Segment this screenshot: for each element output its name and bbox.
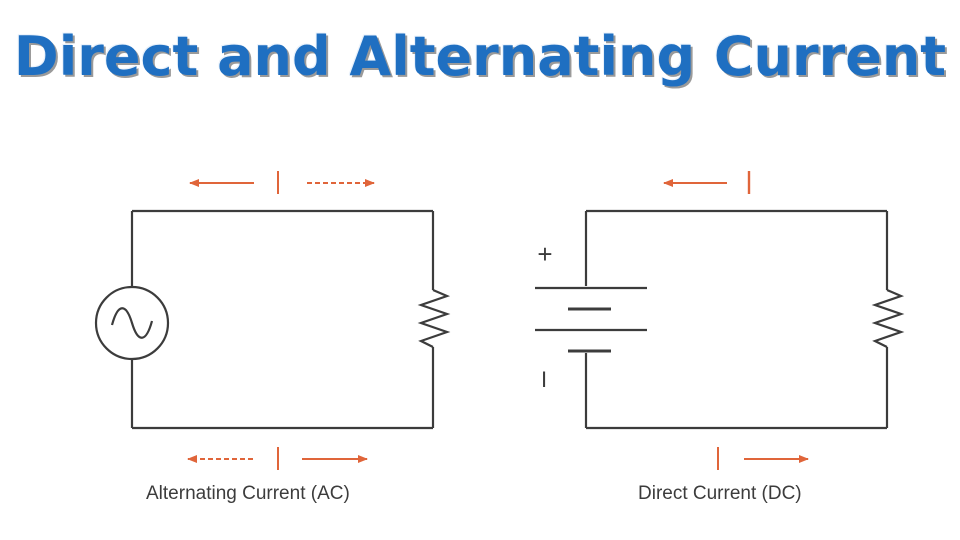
ac-source-circle	[94, 285, 170, 361]
dc-resistor	[871, 288, 905, 348]
ac-caption: Alternating Current (AC)	[146, 483, 350, 504]
dc-caption: Direct Current (DC)	[638, 483, 802, 504]
battery-minus-label: I	[541, 367, 547, 392]
battery-plus-label: +	[537, 239, 552, 269]
dc-circuit	[535, 209, 905, 430]
page-title: Direct and Alternating Current	[13, 25, 947, 88]
ac-resistor	[417, 288, 451, 348]
dc-current-arrows	[663, 171, 809, 470]
ac-circuit	[94, 209, 451, 430]
sine-wave-icon	[110, 307, 154, 339]
ac-current-arrows	[187, 171, 375, 470]
